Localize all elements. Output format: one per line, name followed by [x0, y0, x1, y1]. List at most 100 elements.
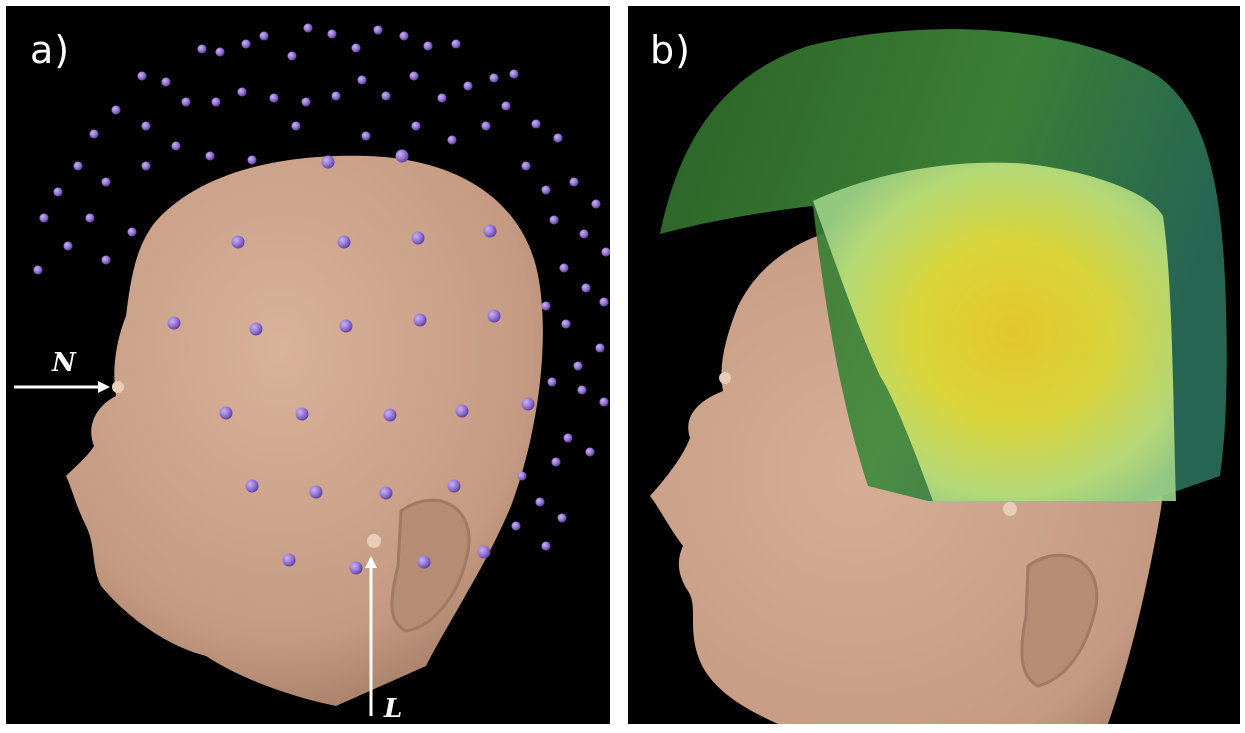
scalp-electrode — [456, 405, 469, 418]
head-electrodes-figure — [6, 6, 610, 724]
floating-electrode — [554, 134, 563, 143]
floating-electrode — [548, 378, 557, 387]
floating-electrode — [558, 514, 567, 523]
floating-electrode — [128, 228, 137, 237]
nasion-arrowhead — [98, 381, 110, 393]
head-surface — [66, 156, 543, 706]
panel-a: a) N L — [6, 6, 610, 724]
scalp-electrode — [322, 156, 335, 169]
floating-electrode — [86, 214, 95, 223]
floating-electrode — [574, 362, 583, 371]
floating-electrode — [482, 122, 491, 131]
floating-electrode — [542, 302, 551, 311]
floating-electrode — [102, 178, 111, 187]
panel-label-b: b) — [650, 28, 691, 72]
floating-electrode — [352, 44, 361, 53]
floating-electrode — [198, 45, 207, 54]
scalp-electrode — [168, 317, 181, 330]
scalp-electrode — [396, 150, 409, 163]
head-helmet-figure — [628, 6, 1240, 724]
floating-electrode — [564, 434, 573, 443]
floating-electrode — [582, 284, 591, 293]
floating-electrode — [452, 40, 461, 49]
floating-electrode — [592, 200, 601, 209]
floating-electrode — [242, 40, 251, 49]
floating-electrode — [542, 186, 551, 195]
scalp-electrode — [350, 562, 363, 575]
floating-electrode — [40, 214, 49, 223]
floating-electrode — [206, 152, 215, 161]
floating-electrode — [518, 472, 527, 481]
floating-electrode — [34, 266, 43, 275]
floating-electrode — [502, 102, 511, 111]
scalp-electrode — [484, 225, 497, 238]
ear-marker — [1003, 502, 1017, 516]
floating-electrode — [142, 162, 151, 171]
floating-electrode — [510, 70, 519, 79]
floating-electrode — [248, 156, 257, 165]
floating-electrode — [512, 522, 521, 531]
nasion-label: N — [52, 348, 76, 378]
floating-electrode — [552, 458, 561, 467]
scalp-electrode — [418, 556, 431, 569]
scalp-electrode — [478, 546, 491, 559]
scalp-electrode — [246, 480, 259, 493]
floating-electrode — [400, 32, 409, 41]
floating-electrode — [560, 264, 569, 273]
floating-electrode — [90, 130, 99, 139]
floating-electrode — [570, 178, 579, 187]
floating-electrode — [580, 230, 589, 239]
floating-electrode — [142, 122, 151, 131]
floating-electrode — [358, 76, 367, 85]
floating-electrode — [54, 188, 63, 197]
floating-electrode — [212, 98, 221, 107]
floating-electrode — [138, 72, 147, 81]
floating-electrode — [550, 216, 559, 225]
floating-electrode — [162, 78, 171, 87]
floating-electrode — [578, 386, 587, 395]
floating-electrode — [586, 448, 595, 457]
scalp-electrode — [338, 236, 351, 249]
scalp-electrode — [448, 480, 461, 493]
floating-electrode — [522, 162, 531, 171]
floating-electrode — [74, 162, 83, 171]
floating-electrode — [182, 98, 191, 107]
floating-electrode — [424, 42, 433, 51]
floating-electrode — [490, 74, 499, 83]
panel-b: b) — [628, 6, 1240, 724]
floating-electrode — [464, 82, 473, 91]
floating-electrode — [288, 52, 297, 61]
floating-electrode — [362, 132, 371, 141]
scalp-electrode — [232, 236, 245, 249]
panel-label-a: a) — [30, 28, 70, 72]
scalp-electrode — [522, 398, 535, 411]
floating-electrode — [382, 92, 391, 101]
floating-electrode — [542, 542, 551, 551]
scalp-electrode — [296, 408, 309, 421]
floating-electrode — [112, 106, 121, 115]
scalp-electrode — [384, 409, 397, 422]
floating-electrode — [602, 248, 611, 257]
floating-electrode — [536, 498, 545, 507]
floating-electrode — [332, 92, 341, 101]
nasion-marker — [112, 381, 124, 393]
floating-electrode — [410, 72, 419, 81]
floating-electrode — [412, 122, 421, 131]
scalp-electrode — [412, 232, 425, 245]
floating-electrode — [328, 30, 337, 39]
scalp-electrode — [283, 554, 296, 567]
floating-electrode — [596, 344, 605, 353]
floating-electrode — [64, 242, 73, 251]
nasion-marker — [719, 372, 731, 384]
floating-electrode — [374, 26, 383, 35]
scalp-electrode — [310, 486, 323, 499]
floating-electrode — [562, 320, 571, 329]
floating-electrode — [600, 298, 609, 307]
ear-label: L — [384, 694, 402, 724]
floating-electrode — [292, 122, 301, 131]
ear-marker — [367, 534, 381, 548]
scalp-electrode — [340, 320, 353, 333]
floating-electrode — [438, 94, 447, 103]
scalp-electrode — [488, 310, 501, 323]
floating-electrode — [102, 256, 111, 265]
